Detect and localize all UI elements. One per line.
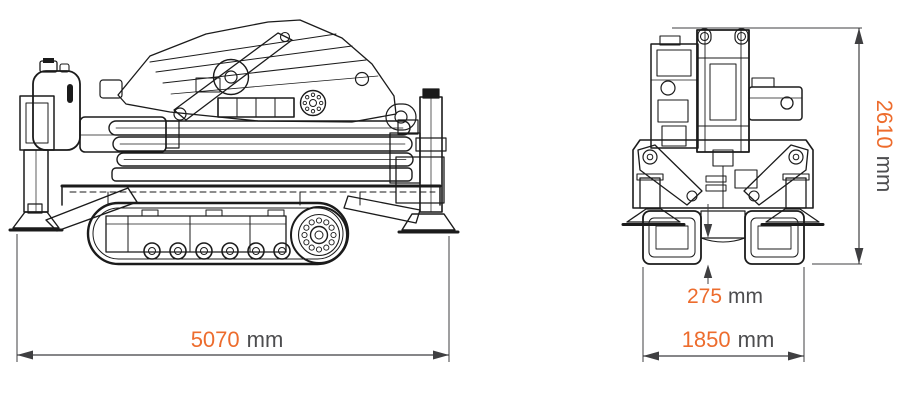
dimension-clearance: 275 mm [687, 204, 763, 308]
arrowhead-up-icon [703, 264, 713, 278]
dim-width-unit: mm [738, 327, 775, 352]
dimension-width: 1850 mm [642, 267, 805, 362]
slew-flange [299, 89, 327, 117]
dim-height-label: 2610 mm [872, 100, 897, 193]
front-view-drawing [621, 28, 825, 265]
side-track-assembly [86, 201, 350, 266]
front-tracks [642, 210, 805, 265]
arrowhead-down-icon [703, 224, 713, 238]
dimension-height: 2610 mm [672, 27, 897, 265]
dim-clearance-value: 275 [687, 285, 722, 308]
winch-drum [212, 58, 250, 96]
front-side-box [748, 77, 803, 121]
arrowhead-right-icon [788, 351, 804, 361]
arrowhead-down-icon [854, 248, 864, 264]
front-outrigger-pads [621, 173, 825, 226]
front-engine-module [650, 35, 699, 149]
arrowhead-left-icon [17, 350, 33, 360]
dim-height-unit: mm [872, 156, 897, 193]
dim-clearance-unit: mm [728, 285, 763, 308]
front-body [632, 139, 814, 209]
hydraulic-tank [32, 70, 81, 151]
drive-sprocket [290, 206, 348, 264]
dim-length-label: 5070 mm [191, 327, 284, 352]
arrowhead-up-icon [854, 28, 864, 44]
front-mast [696, 28, 750, 153]
road-wheels [143, 242, 291, 260]
arrowhead-right-icon [433, 350, 449, 360]
dim-width-value: 1850 [682, 327, 731, 352]
dim-width-label: 1850 mm [682, 327, 775, 352]
side-view-drawing [8, 19, 460, 266]
dimension-length: 5070 mm [16, 234, 450, 362]
side-outrigger-left [8, 58, 180, 232]
side-outrigger-right [343, 88, 460, 234]
dim-length-value: 5070 [191, 327, 240, 352]
side-boom-assembly [99, 19, 417, 182]
arrowhead-left-icon [643, 351, 659, 361]
dim-length-unit: mm [247, 327, 284, 352]
dim-height-value: 2610 [872, 100, 897, 149]
dim-clearance-label: 275 mm [687, 285, 763, 308]
